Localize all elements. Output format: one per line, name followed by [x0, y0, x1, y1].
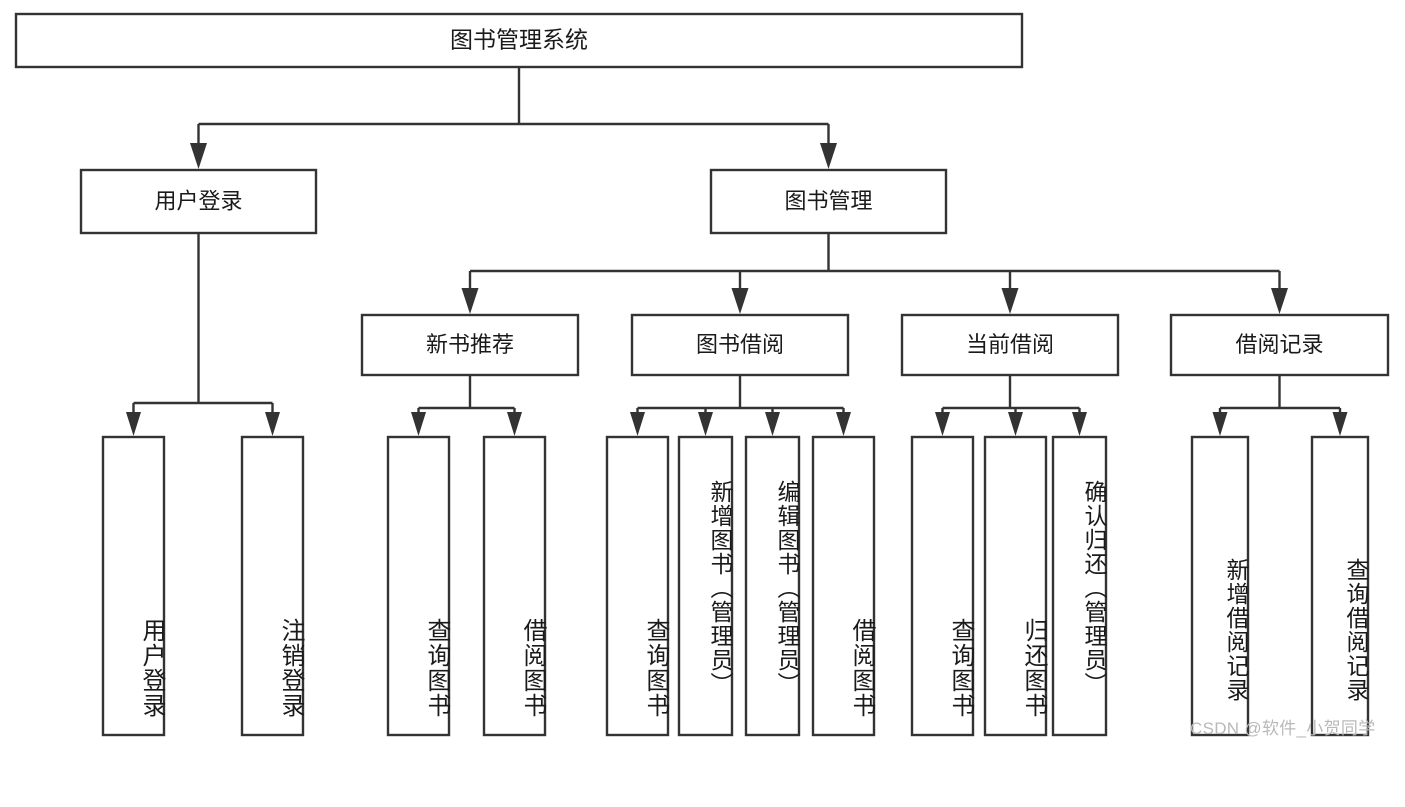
- node-label-book-borrow: 图书借阅: [696, 332, 784, 357]
- node-box-leaf-return-book[interactable]: [983, 435, 1048, 737]
- arrow-head-icon: [411, 412, 426, 436]
- node-label-current-borrow: 当前借阅: [966, 332, 1054, 357]
- arrow-head-icon: [190, 143, 207, 169]
- node-label-root: 图书管理系统: [450, 27, 588, 53]
- arrow-head-icon: [820, 143, 837, 169]
- arrow-head-icon: [630, 412, 645, 436]
- node-box-leaf-logout[interactable]: [240, 435, 305, 737]
- node-box-current-borrow[interactable]: [900, 313, 1120, 377]
- arrow-head-icon: [935, 412, 950, 436]
- arrow-head-icon: [507, 412, 522, 436]
- node-box-leaf-query-book-current[interactable]: [910, 435, 975, 737]
- csdn-watermark: CSDN @软件_小贺同学: [1190, 719, 1376, 738]
- arrow-head-icon: [698, 412, 713, 436]
- node-box-leaf-user-login[interactable]: [101, 435, 166, 737]
- flowchart-diagram: 图书管理系统用户登录图书管理新书推荐图书借阅当前借阅借阅记录 用户登录注销登录查…: [14, 12, 1390, 738]
- arrow-head-icon: [126, 412, 141, 436]
- arrow-head-icon: [1008, 412, 1023, 436]
- node-label-book-management: 图书管理: [784, 188, 872, 213]
- node-box-book-management[interactable]: [709, 168, 948, 235]
- arrow-head-icon: [1001, 288, 1019, 314]
- node-boxes: [14, 12, 1390, 737]
- node-box-book-borrow[interactable]: [630, 313, 850, 377]
- node-box-root-root[interactable]: [14, 12, 1024, 69]
- node-box-leaf-confirm-return[interactable]: [1051, 435, 1108, 737]
- node-box-leaf-borrow-book-recommend[interactable]: [482, 435, 547, 737]
- arrow-head-icon: [265, 412, 280, 436]
- node-box-new-book-recommend[interactable]: [360, 313, 580, 377]
- arrow-head-icon: [461, 288, 479, 314]
- arrow-head-icon: [765, 412, 780, 436]
- arrow-head-icon: [1072, 412, 1087, 436]
- node-label-user-login: 用户登录: [154, 188, 242, 213]
- node-label-borrow-record: 借阅记录: [1235, 332, 1323, 357]
- node-box-leaf-borrow-book[interactable]: [811, 435, 876, 737]
- connector-lines: [126, 67, 1348, 436]
- node-box-leaf-add-borrow-record[interactable]: [1190, 435, 1250, 737]
- arrow-head-icon: [1212, 412, 1228, 436]
- arrow-head-icon: [1332, 412, 1348, 436]
- node-box-leaf-add-book[interactable]: [677, 435, 734, 737]
- node-box-leaf-query-book-recommend[interactable]: [386, 435, 451, 737]
- node-box-leaf-query-borrow-record[interactable]: [1310, 435, 1370, 737]
- node-label-new-book-recommend: 新书推荐: [426, 332, 514, 357]
- node-box-leaf-edit-book[interactable]: [744, 435, 801, 737]
- node-box-borrow-record[interactable]: [1169, 313, 1390, 377]
- node-box-leaf-query-book-borrow[interactable]: [605, 435, 670, 737]
- arrow-head-icon: [836, 412, 851, 436]
- arrow-head-icon: [731, 288, 749, 314]
- arrow-head-icon: [1271, 288, 1288, 314]
- node-box-user-login[interactable]: [79, 168, 318, 235]
